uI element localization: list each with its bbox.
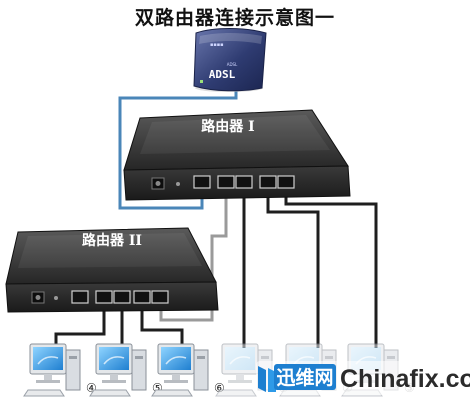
router-2-ports: [71, 290, 169, 304]
modem-led: [200, 80, 203, 83]
router-1-power-pin: [155, 181, 161, 186]
pc-base: [36, 380, 60, 383]
pc-screen-glare: [229, 356, 251, 365]
computer-3: [151, 343, 209, 397]
router-1-reset-button: [176, 182, 180, 186]
router-2-lan-port: [151, 290, 169, 304]
pc-keyboard: [151, 389, 193, 397]
pc-number-label: ⑥: [214, 381, 225, 395]
pc-drive-bay: [387, 356, 395, 359]
pc-drive-bay: [69, 356, 77, 359]
pc-screen-glare: [103, 356, 125, 365]
page-title: 双路由器连接示意图一: [134, 7, 335, 29]
pc-base: [102, 380, 126, 383]
computer-1: [23, 343, 81, 397]
pc-screen: [161, 347, 191, 370]
pc-screen: [225, 347, 255, 370]
pc-drive-bay: [261, 356, 269, 359]
pc-stand: [172, 374, 180, 380]
pc-number-label: ④: [86, 381, 97, 395]
router-2-wan-port: [71, 290, 89, 304]
router-2: 路由器 II: [5, 227, 219, 313]
modem-label: ADSL: [209, 68, 236, 81]
pc-keyboard: [23, 389, 65, 397]
pc-drive-bay: [135, 356, 143, 359]
pc-drive-bay: [197, 356, 205, 359]
pc-screen: [99, 347, 129, 370]
computer-2: [89, 343, 147, 397]
router-1-lan-port: [277, 175, 295, 189]
router-2-lan-port: [95, 290, 113, 304]
watermark-badge: [274, 364, 336, 390]
lan-cable-pc4: [54, 304, 106, 348]
router-1-wan-port: [193, 175, 211, 189]
wan-cable: [118, 88, 238, 210]
watermark-en-text: Chinafix.com: [340, 365, 470, 393]
pc-drive-bay: [325, 356, 333, 359]
router-1-lan-port: [217, 175, 235, 189]
pc-stand: [110, 374, 118, 380]
router-1: 路由器 I: [123, 109, 351, 201]
pc-stand: [236, 374, 244, 380]
router-1-lan-port: [259, 175, 277, 189]
router-2-power-pin: [35, 295, 41, 300]
pc-screen-glare: [165, 356, 187, 365]
computer-4: [215, 343, 273, 397]
watermark-cn-text: 迅维网: [276, 366, 333, 389]
pc-keyboard: [89, 389, 131, 397]
pc-base: [164, 380, 188, 383]
lan-cable-pc2: [266, 188, 320, 348]
router-1-lan-port: [235, 175, 253, 189]
modem-brand-text: ▪▪▪▪: [210, 42, 224, 48]
pc-screen: [33, 347, 63, 370]
pc-stand: [44, 374, 52, 380]
router-1-label: 路由器 I: [201, 118, 254, 135]
router-2-lan-port: [113, 290, 131, 304]
router-1-ports: [193, 175, 295, 189]
modem-small-label: ADSL: [227, 62, 238, 67]
router-2-reset-button: [54, 296, 58, 300]
lan-cable-pc6: [140, 304, 184, 348]
router-2-label: 路由器 II: [82, 232, 142, 249]
router-2-lan-port: [133, 290, 151, 304]
pc-number-label: ⑤: [152, 381, 163, 395]
pc-screen-glare: [37, 356, 59, 365]
pc-base: [228, 380, 252, 383]
adsl-modem: ▪▪▪▪ ADSL ADSL: [193, 28, 267, 92]
pc-keyboard: [215, 389, 257, 397]
watermark: 迅维网 Chinafix.com: [256, 361, 470, 395]
